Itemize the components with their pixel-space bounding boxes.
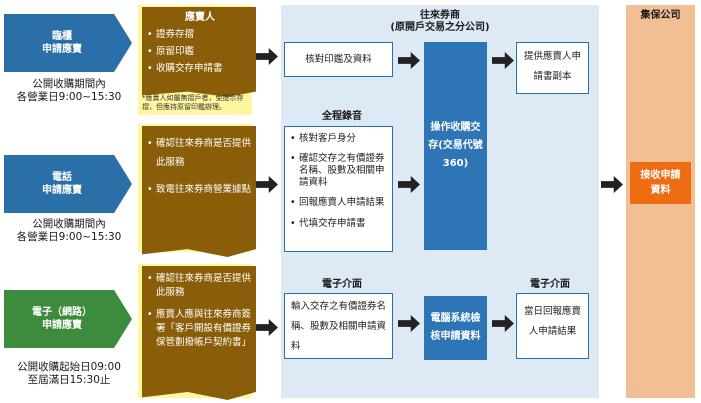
counter-arrow-line1: 臨櫃 [52, 31, 72, 42]
counter-arrow-line2: 申請應賣 [42, 44, 82, 55]
tdcc-title: 集保公司 [640, 10, 681, 21]
tdcc-receive-box: 接收申請資料 [630, 162, 691, 204]
online-arrow-line1: 電子（網路） [32, 307, 92, 318]
online-doc: 確認往來券商是否提供此服務 應賣人應與往來券商簽署「客戶開設有價證券保管劃撥帳戶… [142, 266, 256, 400]
electronic-label-2: 電子介面 [530, 279, 570, 290]
counter-doc-title: 應賣人 [185, 12, 215, 23]
phone-doc: 確認往來券商是否提供此服務 致電往來券商營業據點 [142, 126, 256, 257]
online-doc-panel: 確認往來券商是否提供此服務 應賣人應與往來券商簽署「客戶開設有價證券保管劃撥帳戶… [138, 264, 256, 400]
phone-note: 公開收購期間內 各營業日9:00~15:30 [4, 218, 134, 244]
online-doc-item: 應賣人應與往來券商簽署「客戶開設有價證券保管劃撥帳戶契約書」 [147, 308, 253, 350]
counter-doc-item: 收購交存申請書 [147, 62, 253, 76]
phone-arrow: 電話 申請應賣 [4, 155, 132, 213]
counter-note-line2: 各營業日9:00~15:30 [16, 91, 122, 103]
system-check-box: 電腦系統檢核申請資料 [424, 296, 487, 360]
copy-provide-box: 提供應賣人申請書副本 [516, 42, 589, 94]
counter-doc-footnote: *應賣人如屬無摺戶者，免提示存摺，但應持原留印鑑辦理。 [142, 94, 244, 111]
arrow-right-icon [256, 176, 278, 193]
operation-box: 操作收購交存(交易代號360) [424, 42, 487, 250]
counter-doc: 應賣人 證券存摺 原留印鑑 收購交存申請書 [142, 7, 256, 97]
phone-verify-box: 核對客戶身分 確認交存之有價證券名稱、股數及相關申請資料 回報應賣人申請結果 代… [284, 126, 393, 252]
record-all-label: 全程錄音 [322, 111, 362, 122]
counter-doc-item: 原留印鑑 [147, 45, 253, 59]
online-note: 公開收購起始日09:00 至屆滿日15:30止 [4, 361, 134, 387]
counter-note: 公開收購期間內 各營業日9:00~15:30 [4, 78, 134, 104]
counter-note-line1: 公開收購期間內 [32, 78, 106, 90]
phone-arrow-line2: 申請應賣 [42, 185, 82, 196]
phone-note-line1: 公開收購期間內 [32, 218, 106, 230]
online-input-box: 輸入交存之有價證券名稱、股數及相關申請資料 [284, 293, 393, 359]
phone-arrow-line1: 電話 [52, 172, 72, 183]
arrow-right-icon [601, 176, 623, 193]
online-note-line1: 公開收購起始日09:00 [17, 361, 121, 373]
online-arrow-line2: 申請應賣 [42, 320, 82, 331]
phone-doc-item: 確認往來券商是否提供此服務 [147, 134, 253, 172]
online-note-line2: 至屆滿日15:30止 [27, 374, 111, 386]
online-doc-item: 確認往來券商是否提供此服務 [147, 272, 253, 300]
online-arrow: 電子（網路） 申請應賣 [4, 290, 132, 348]
broker-title: 往來券商 [420, 10, 460, 21]
phone-verify-item: 確認交存之有價證券名稱、股數及相關申請資料 [290, 153, 388, 189]
arrow-right-icon [256, 48, 278, 65]
counter-doc-item: 證券存摺 [147, 28, 253, 42]
phone-note-line2: 各營業日9:00~15:30 [16, 231, 122, 243]
phone-verify-item: 回報應賣人申請結果 [290, 196, 388, 210]
counter-arrow: 臨櫃 申請應賣 [4, 14, 132, 72]
phone-verify-item: 核對客戶身分 [290, 132, 388, 146]
electronic-label-1: 電子介面 [322, 279, 362, 290]
phone-doc-panel: 確認往來券商是否提供此服務 致電往來券商營業據點 [138, 124, 256, 257]
online-result-box: 當日回報應賣人申請結果 [516, 293, 589, 359]
arrow-right-icon [256, 319, 278, 336]
phone-verify-item: 代填交存申請書 [290, 217, 388, 231]
verify-seal-box: 核對印鑑及資料 [284, 42, 393, 77]
broker-subtitle: (原開戶交易之分公司) [390, 22, 490, 33]
phone-doc-item: 致電往來券商營業據點 [147, 180, 253, 199]
counter-doc-panel: 應賣人 證券存摺 原留印鑑 收購交存申請書 *應賣人如屬無摺戶者，免提示存摺，但… [138, 5, 256, 115]
